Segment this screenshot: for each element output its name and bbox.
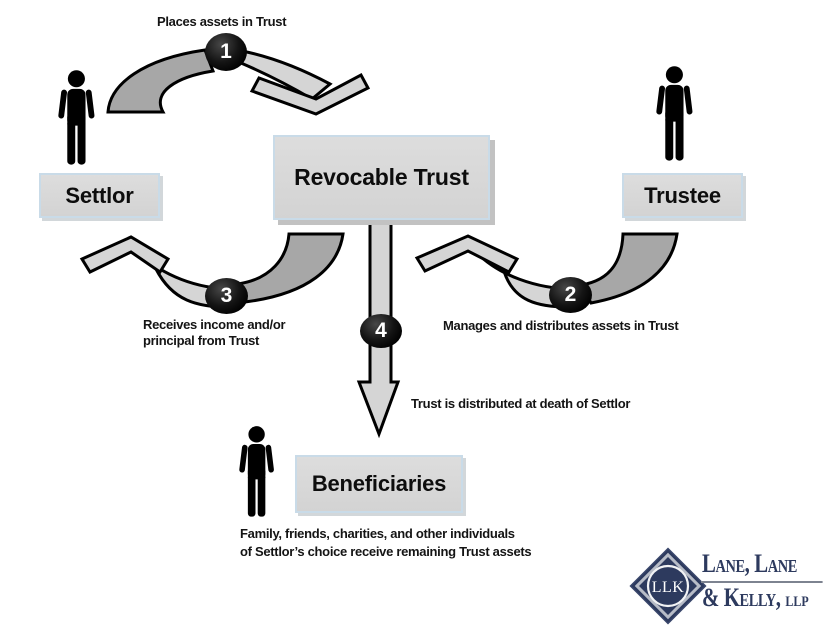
arrow-1-head xyxy=(249,72,371,116)
step-3-label-line1: Receives income and/or xyxy=(143,317,286,332)
beneficiaries-node: Beneficiaries xyxy=(295,455,463,513)
llk-diamond-icon: LLK xyxy=(629,547,707,625)
step-3-badge: 3 xyxy=(205,278,248,314)
logo-monogram: LLK xyxy=(652,579,685,596)
logo-line2-suffix: LLP xyxy=(785,594,809,610)
step-3-label-line2: principal from Trust xyxy=(143,333,260,348)
arrow-2-tail xyxy=(578,232,679,305)
trustee-node: Trustee xyxy=(622,173,743,218)
arrow-2-head xyxy=(414,234,520,274)
revocable-trust-node: Revocable Trust xyxy=(273,135,490,220)
step-1-label: Places assets in Trust xyxy=(157,14,287,29)
arrow-3-tail xyxy=(235,232,345,304)
arrow-3-head xyxy=(79,235,171,275)
step-3-number: 3 xyxy=(220,284,233,307)
logo-line1: Lane, Lane xyxy=(702,549,797,578)
arrow-1-band xyxy=(239,49,333,101)
logo-divider xyxy=(701,581,823,583)
step-2-label: Manages and distributes assets in Trust xyxy=(443,318,679,333)
step-4-number: 4 xyxy=(375,319,387,342)
beneficiaries-label: Beneficiaries xyxy=(311,471,447,496)
trustee-label: Trustee xyxy=(644,182,721,208)
step-1-number: 1 xyxy=(220,40,232,63)
step-2-badge: 2 xyxy=(549,277,592,313)
beneficiaries-person-icon xyxy=(238,426,275,517)
arrow-1-tail xyxy=(106,48,216,114)
arrow-2-trustee-to-trust xyxy=(414,232,679,309)
step-2-number: 2 xyxy=(564,283,577,306)
step-3-label: Receives income and/or principal from Tr… xyxy=(143,317,286,349)
arrow-1-settlor-to-trust xyxy=(106,48,371,116)
beneficiaries-note-line2: of Settlor’s choice receive remaining Tr… xyxy=(240,543,532,559)
trustee-person-icon xyxy=(656,66,693,161)
settlor-node: Settlor xyxy=(39,173,160,218)
logo-line2: & Kelly, LLP xyxy=(702,585,809,615)
step-4-label: Trust is distributed at death of Settlor xyxy=(411,396,631,411)
beneficiaries-note: Family, friends, charities, and other in… xyxy=(240,525,532,560)
settlor-label: Settlor xyxy=(65,182,134,208)
beneficiaries-note-line1: Family, friends, charities, and other in… xyxy=(240,526,515,541)
step-4-badge: 4 xyxy=(360,314,402,348)
firm-logo: LLK Lane, Lane & Kelly, LLP xyxy=(618,542,829,631)
settlor-person-icon xyxy=(58,70,95,165)
step-1-badge: 1 xyxy=(205,33,247,71)
logo-line2-name: & Kelly, xyxy=(702,583,786,612)
revocable-trust-label: Revocable Trust xyxy=(294,164,469,190)
